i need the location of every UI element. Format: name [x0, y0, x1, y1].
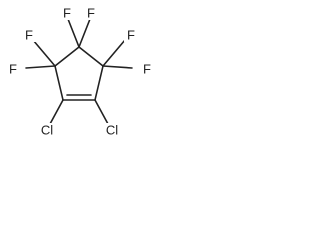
bond-c1-f4: [25, 65, 56, 69]
atom-label-cl2: Cl: [106, 123, 118, 138]
label-bg-f4: [6, 62, 20, 76]
atom-label-f4: F: [9, 62, 17, 77]
bond-c1-f3: [32, 39, 56, 67]
atom-label-f5: F: [127, 28, 135, 43]
bond-c3-f5: [102, 39, 126, 67]
ring-bond-c5-c1: [54, 65, 64, 101]
label-bg-f2: [84, 6, 98, 20]
bond-c3-f6: [102, 65, 133, 69]
label-bg-f1: [60, 6, 74, 20]
atom-label-f1: F: [63, 6, 71, 21]
atom-label-f3: F: [25, 28, 33, 43]
bond-c2-f2: [78, 18, 91, 48]
atom-label-cl1: Cl: [41, 123, 53, 138]
label-bg-f3: [22, 28, 36, 42]
label-bg-cl1: [37, 123, 57, 137]
atom-label-f2: F: [87, 6, 95, 21]
ring-bond-c3-c4: [94, 65, 104, 101]
ring-bond-c2-c3: [78, 46, 104, 67]
bond-c5-cl1: [49, 99, 64, 125]
atom-label-f6: F: [143, 62, 151, 77]
label-bg-cl2: [102, 123, 122, 137]
bond-c2-f1: [67, 18, 80, 48]
label-bg-f5: [124, 28, 138, 42]
bond-c4-cl2: [94, 99, 109, 125]
label-bg-f6: [140, 62, 154, 76]
ring-bond-c1-c2: [54, 46, 80, 67]
structure-diagram: F F F F F F Cl Cl: [6, 6, 154, 138]
